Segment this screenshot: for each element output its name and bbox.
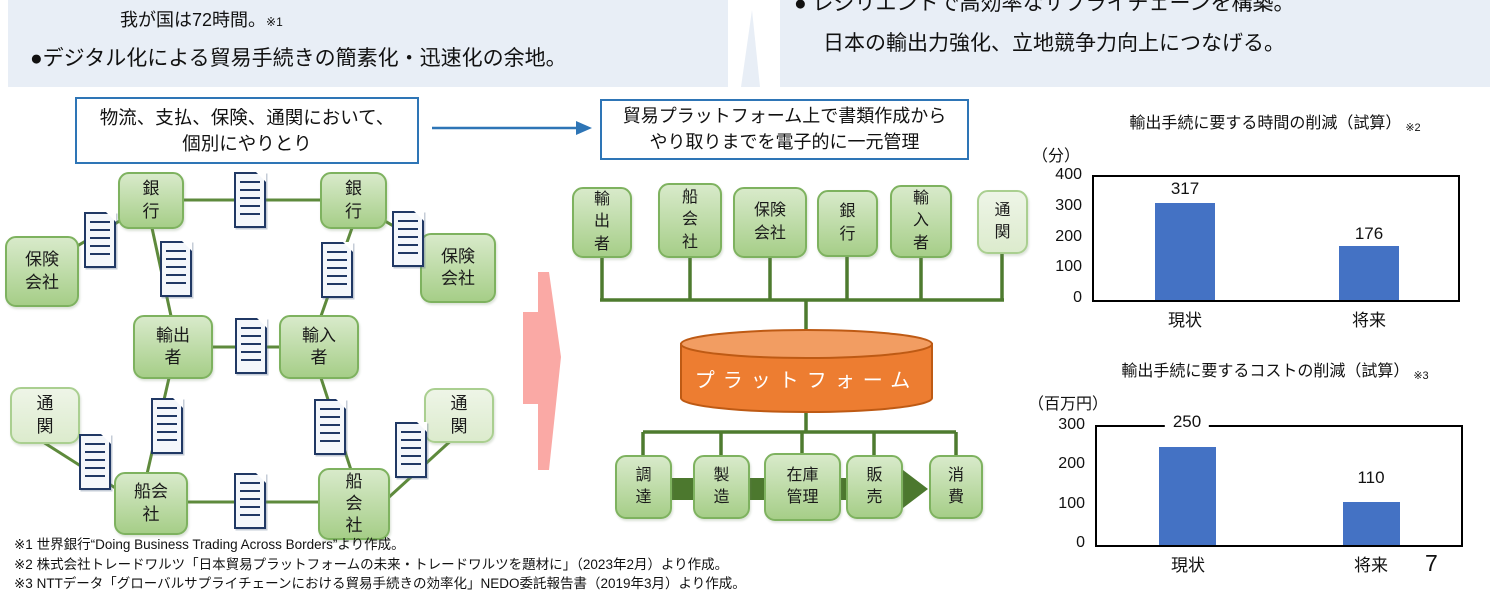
y-tick-label: 200 bbox=[1058, 455, 1085, 473]
before-node-bank-left: 銀 行 bbox=[118, 172, 184, 229]
time-chart-unit: （分） bbox=[1032, 148, 1081, 165]
cost-chart-plot bbox=[1095, 425, 1463, 547]
header-left-bullet-line: ●デジタル化による貿易手続きの簡素化・迅速化の余地。 bbox=[30, 47, 567, 70]
before-node-customs-right: 通 関 bbox=[424, 388, 494, 443]
cost-chart-yticks: 300 200 100 0 bbox=[1030, 416, 1085, 551]
footnote-3: ※3 NTTデータ「グローバルサプライチェーンにおける貿易手続きの効率化」NED… bbox=[14, 576, 746, 591]
cost-chart-cat-future: 将来 bbox=[1354, 556, 1388, 575]
after-node-procurement: 調 達 bbox=[615, 455, 672, 519]
document-icon bbox=[84, 212, 116, 268]
cost-chart-bar-future bbox=[1343, 501, 1400, 545]
before-node-exporter: 輸出 者 bbox=[133, 315, 213, 379]
document-icon bbox=[151, 398, 183, 454]
footnote-1: ※1 世界銀行“Doing Business Trading Across Bo… bbox=[14, 537, 405, 552]
before-node-insurance-right: 保険 会社 bbox=[420, 233, 496, 303]
document-icon bbox=[392, 211, 424, 267]
y-tick-label: 100 bbox=[1055, 258, 1082, 276]
footnote-2: ※2 株式会社トレードワルツ「日本貿易プラットフォームの未来・トレードワルツを題… bbox=[14, 556, 729, 572]
cost-chart-title: 輸出手続に要するコストの削減（試算）※3 bbox=[1075, 357, 1475, 382]
document-icon bbox=[395, 422, 427, 478]
before-node-customs-left: 通 関 bbox=[10, 387, 80, 444]
caption-arrow bbox=[432, 121, 592, 135]
before-caption-box: 物流、支払、保険、通関において、 個別にやりとり bbox=[75, 97, 419, 164]
after-node-ship: 船 会 社 bbox=[658, 183, 722, 258]
after-node-inventory: 在庫 管理 bbox=[764, 453, 841, 521]
after-node-consumption: 消 費 bbox=[929, 455, 983, 519]
after-node-sales: 販 売 bbox=[846, 455, 903, 519]
footnotes: ※1 世界銀行“Doing Business Trading Across Bo… bbox=[14, 535, 746, 594]
header-left-carryover-ref: ※1 bbox=[266, 15, 283, 29]
time-chart-yticks: 400 300 200 100 0 bbox=[1030, 166, 1082, 306]
after-node-customs: 通 関 bbox=[977, 190, 1028, 254]
header-right-line2: 日本の輸出力強化、立地競争力向上につなげる。 bbox=[823, 32, 1285, 55]
time-chart-value-current: 317 bbox=[1170, 179, 1200, 198]
y-tick-label: 0 bbox=[1073, 289, 1082, 306]
y-tick-label: 400 bbox=[1055, 166, 1082, 183]
before-node-ship-left: 船会 社 bbox=[114, 472, 188, 535]
cost-chart-ref: ※3 bbox=[1413, 370, 1429, 382]
platform-cylinder bbox=[680, 329, 933, 413]
time-chart-title: 輸出手続に要する時間の削減（試算）※2 bbox=[1075, 109, 1475, 134]
document-icon bbox=[314, 399, 346, 455]
document-icon bbox=[160, 241, 192, 297]
y-tick-label: 300 bbox=[1055, 196, 1082, 214]
cost-chart-cat-current: 現状 bbox=[1171, 556, 1205, 575]
pink-transition-arrow bbox=[523, 272, 561, 470]
before-node-insurance-left: 保険 会社 bbox=[5, 236, 79, 307]
before-node-ship-right: 船 会 社 bbox=[318, 468, 390, 540]
cost-chart-value-current: 250 bbox=[1164, 412, 1210, 432]
document-icon bbox=[321, 242, 353, 298]
document-icon bbox=[235, 318, 267, 374]
y-tick-label: 200 bbox=[1055, 227, 1082, 245]
header-left-carryover-text: 我が国は72時間。 bbox=[120, 10, 267, 30]
header-left-carryover: 我が国は72時間。※1 bbox=[120, 6, 283, 32]
header-left-panel: 我が国は72時間。※1 ●デジタル化による貿易手続きの簡素化・迅速化の余地。 bbox=[8, 0, 728, 87]
document-icon bbox=[79, 434, 111, 490]
header-right-panel: ● レジリエントで高効率なサプライチェーンを構築。 日本の輸出力強化、立地競争力… bbox=[780, 0, 1490, 87]
document-icon bbox=[234, 172, 266, 228]
after-node-exporter: 輸 出 者 bbox=[572, 187, 632, 258]
time-chart-cat-future: 将来 bbox=[1352, 311, 1386, 330]
after-caption-box: 貿易プラットフォーム上で書類作成から やり取りまでを電子的に一元管理 bbox=[600, 99, 969, 160]
time-chart-bar-current bbox=[1155, 202, 1215, 300]
cost-chart-bar-current bbox=[1159, 446, 1216, 545]
cost-chart-value-future: 110 bbox=[1357, 468, 1385, 487]
y-tick-label: 100 bbox=[1058, 494, 1085, 512]
after-node-manufacturing: 製 造 bbox=[693, 455, 750, 519]
time-chart-title-text: 輸出手続に要する時間の削減（試算） bbox=[1129, 115, 1402, 132]
time-chart-cat-current: 現状 bbox=[1168, 311, 1202, 330]
after-node-insurance: 保険 会社 bbox=[733, 187, 807, 258]
header-right-line1: ● レジリエントで高効率なサプライチェーンを構築。 bbox=[794, 0, 1295, 15]
panel-gap-arrow-wedge bbox=[741, 10, 760, 87]
time-chart-bar-future bbox=[1339, 245, 1399, 300]
before-node-bank-right: 銀 行 bbox=[320, 172, 387, 229]
y-tick-label: 300 bbox=[1058, 416, 1085, 433]
after-node-bank: 銀 行 bbox=[817, 190, 878, 257]
cost-chart-unit: （百万円） bbox=[1028, 396, 1109, 413]
time-chart-value-future: 176 bbox=[1354, 224, 1384, 243]
cost-chart-title-text: 輸出手続に要するコストの削減（試算） bbox=[1121, 363, 1410, 380]
page-number: 7 bbox=[1425, 550, 1438, 576]
before-node-importer: 輸入 者 bbox=[279, 315, 359, 379]
document-icon bbox=[234, 473, 266, 529]
platform-label: プラットフォーム bbox=[694, 370, 919, 392]
y-tick-label: 0 bbox=[1076, 534, 1085, 551]
time-chart-ref: ※2 bbox=[1405, 122, 1421, 134]
time-chart-plot bbox=[1092, 175, 1460, 302]
after-node-importer: 輸 入 者 bbox=[890, 185, 952, 258]
